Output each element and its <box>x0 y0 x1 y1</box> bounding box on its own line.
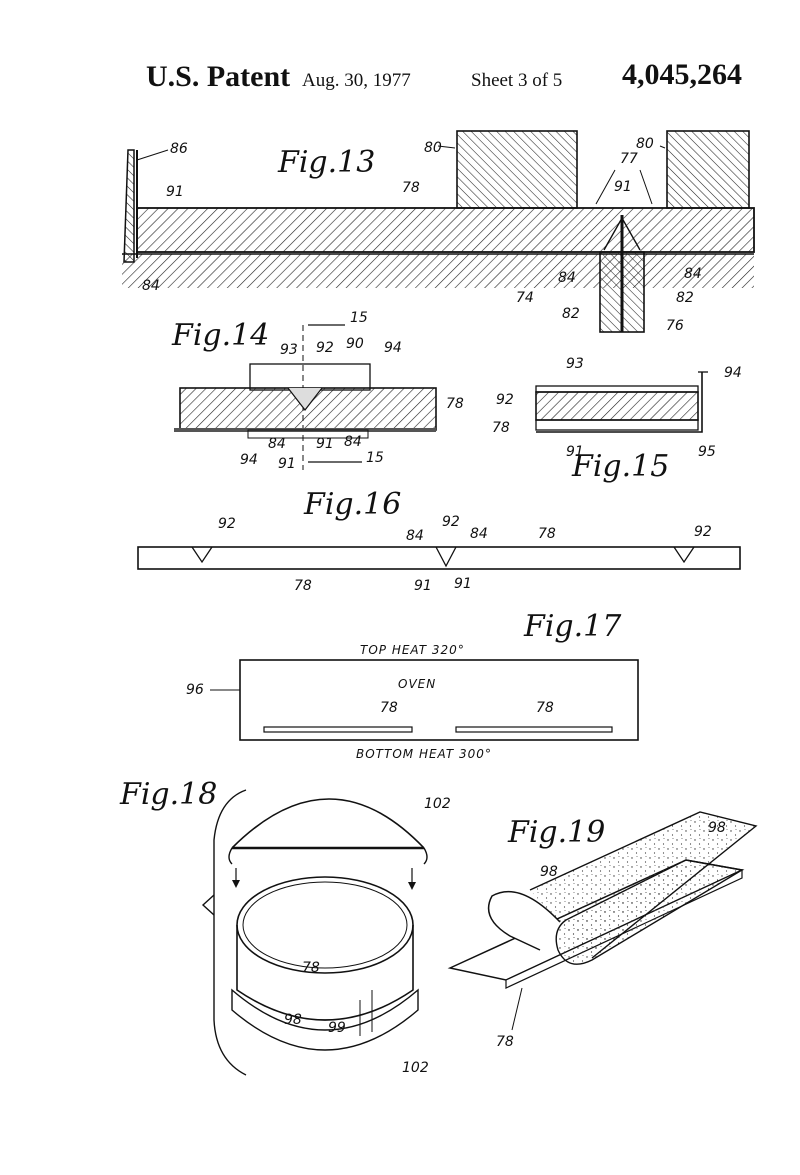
fig15-label: Fig.15 <box>571 449 669 484</box>
ref-93-a: 93 <box>280 342 298 358</box>
ref-98-c: 98 <box>540 864 558 880</box>
fig19-drawing: Fig.19 98 98 78 <box>450 812 756 1050</box>
fig19-label: Fig.19 <box>507 815 605 850</box>
ref-82-b: 82 <box>562 306 580 322</box>
bottom-heat-label: BOTTOM HEAT 300° <box>356 747 492 761</box>
fig18-drawing: Fig.18 102 78 98 99 102 <box>119 777 451 1076</box>
ref-98-a: 98 <box>284 1012 302 1028</box>
ref-84-a: 84 <box>142 278 160 294</box>
ref-78-a: 78 <box>402 180 420 196</box>
fig14-label: Fig.14 <box>171 318 269 353</box>
fig13-label: Fig.13 <box>277 145 375 180</box>
fig18-label: Fig.18 <box>119 777 217 812</box>
ref-92-c: 92 <box>218 516 236 532</box>
ref-76: 76 <box>666 318 684 334</box>
ref-92-e: 92 <box>694 524 712 540</box>
fig17-label: Fig.17 <box>523 609 622 644</box>
ref-91-a: 91 <box>166 184 184 200</box>
ref-78-c: 78 <box>492 420 510 436</box>
ref-84-c: 84 <box>684 266 702 282</box>
ref-78-d: 78 <box>538 526 556 542</box>
ref-91-b: 91 <box>614 179 632 195</box>
ref-84-g: 84 <box>470 526 488 542</box>
ref-84-e: 84 <box>344 434 362 450</box>
ref-84-d: 84 <box>268 436 286 452</box>
ref-78-g: 78 <box>536 700 554 716</box>
ref-91-c: 91 <box>316 436 334 452</box>
ref-94-c: 94 <box>724 365 742 381</box>
ref-94-b: 94 <box>240 452 258 468</box>
ref-94-a: 94 <box>384 340 402 356</box>
ref-78-f: 78 <box>380 700 398 716</box>
ref-78-i: 78 <box>496 1034 514 1050</box>
ref-84-b: 84 <box>558 270 576 286</box>
ref-78-h: 78 <box>302 960 320 976</box>
ref-78-b: 78 <box>446 396 464 412</box>
ref-91-g: 91 <box>454 576 472 592</box>
ref-99: 99 <box>328 1020 346 1036</box>
ref-78-e: 78 <box>294 578 312 594</box>
ref-92-b: 92 <box>496 392 514 408</box>
ref-90: 90 <box>346 336 364 352</box>
ref-84-f: 84 <box>406 528 424 544</box>
fig16-label: Fig.16 <box>303 487 401 522</box>
fig13-drawing: Fig.13 86 91 78 80 80 77 91 84 84 84 74 … <box>122 131 754 334</box>
ref-92-d: 92 <box>442 514 460 530</box>
ref-15-a: 15 <box>350 310 368 326</box>
fig16-drawing: Fig.16 92 92 92 84 84 78 78 91 91 <box>138 487 740 594</box>
top-heat-label: TOP HEAT 320° <box>360 643 465 657</box>
ref-92-a: 92 <box>316 340 334 356</box>
fig14-drawing: Fig.14 15 93 92 90 94 78 84 91 84 94 91 … <box>171 310 464 472</box>
ref-91-f: 91 <box>414 578 432 594</box>
ref-102-b: 102 <box>402 1060 429 1076</box>
fig15-drawing: 93 92 78 91 94 95 Fig.15 <box>492 356 742 484</box>
ref-77: 77 <box>620 151 638 167</box>
ref-98-b: 98 <box>708 820 726 836</box>
ref-80-a: 80 <box>424 140 442 156</box>
ref-15-b: 15 <box>366 450 384 466</box>
ref-102-a: 102 <box>424 796 451 812</box>
ref-82-a: 82 <box>676 290 694 306</box>
ref-80-b: 80 <box>636 136 654 152</box>
ref-86: 86 <box>170 141 188 157</box>
ref-95: 95 <box>698 444 716 460</box>
fig17-drawing: Fig.17 TOP HEAT 320° OVEN 78 78 96 BOTTO… <box>186 609 638 761</box>
ref-96: 96 <box>186 682 204 698</box>
ref-93-b: 93 <box>566 356 584 372</box>
ref-74: 74 <box>516 290 534 306</box>
oven-label: OVEN <box>398 677 436 691</box>
ref-91-d: 91 <box>278 456 296 472</box>
